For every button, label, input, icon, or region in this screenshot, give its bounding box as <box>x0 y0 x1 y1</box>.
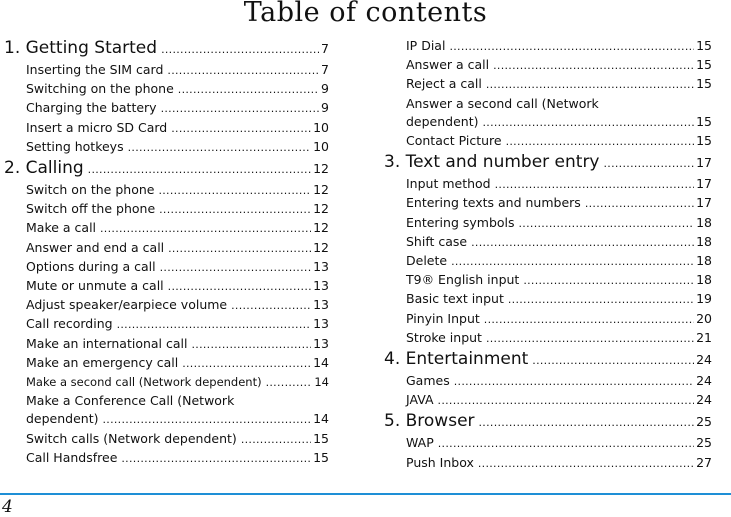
toc-entry[interactable]: dependent)14 <box>4 410 329 429</box>
toc-entry[interactable]: Adjust speaker/earpiece volume13 <box>4 296 329 315</box>
toc-entry[interactable]: Shift case18 <box>384 233 712 252</box>
toc-entry[interactable]: JAVA24 <box>384 391 712 410</box>
toc-entry[interactable]: Pinyin Input20 <box>384 310 712 329</box>
toc-entry[interactable]: WAP25 <box>384 434 712 453</box>
toc-entry[interactable]: Entering texts and numbers17 <box>384 194 712 213</box>
toc-entry[interactable]: Charging the battery9 <box>4 99 329 118</box>
toc-entry[interactable]: Call recording13 <box>4 315 329 334</box>
toc-entry[interactable]: Switch calls (Network dependent)15 <box>4 430 329 449</box>
toc-entry[interactable]: Reject a call15 <box>384 75 712 94</box>
toc-chapter[interactable]: 4. Entertainment24 <box>384 348 712 372</box>
toc-entry[interactable]: Switch off the phone12 <box>4 200 329 219</box>
toc-chapter[interactable]: 2. Calling12 <box>4 157 329 181</box>
toc-chapter[interactable]: 3. Text and number entry17 <box>384 151 712 175</box>
toc-entry[interactable]: T9® English input18 <box>384 271 712 290</box>
toc-entry[interactable]: Mute or unmute a call13 <box>4 277 329 296</box>
toc-entry[interactable]: Answer and end a call12 <box>4 239 329 258</box>
toc-entry[interactable]: Push Inbox27 <box>384 454 712 473</box>
toc-chapter[interactable]: 5. Browser25 <box>384 410 712 434</box>
page-number: 4 <box>2 497 13 517</box>
toc-entry[interactable]: Stroke input21 <box>384 329 712 348</box>
toc-entry[interactable]: Input method17 <box>384 175 712 194</box>
page-title: Table of contents <box>243 0 488 28</box>
toc-entry[interactable]: Answer a call15 <box>384 56 712 75</box>
toc-entry[interactable]: Inserting the SIM card7 <box>4 61 329 80</box>
toc-entry[interactable]: Games24 <box>384 372 712 391</box>
toc-column-left: 1. Getting Started7 Inserting the SIM ca… <box>4 37 329 468</box>
toc-entry[interactable]: Setting hotkeys10 <box>4 138 329 157</box>
toc-entry[interactable]: Make a second call (Network dependent)14 <box>4 373 329 392</box>
toc-entry[interactable]: Insert a micro SD Card10 <box>4 119 329 138</box>
toc-entry[interactable]: Contact Picture15 <box>384 132 712 151</box>
toc-entry[interactable]: Basic text input19 <box>384 290 712 309</box>
toc-entry[interactable]: IP Dial15 <box>384 37 712 56</box>
toc-entry[interactable]: Make an international call13 <box>4 335 329 354</box>
toc-entry[interactable]: Call Handsfree15 <box>4 449 329 468</box>
toc-entry[interactable]: Switching on the phone9 <box>4 80 329 99</box>
toc-entry[interactable]: Delete18 <box>384 252 712 271</box>
toc-entry[interactable]: Make a call12 <box>4 219 329 238</box>
toc-chapter[interactable]: 1. Getting Started7 <box>4 37 329 61</box>
toc-entry[interactable]: Entering symbols18 <box>384 214 712 233</box>
toc-entry[interactable]: Switch on the phone12 <box>4 181 329 200</box>
toc-entry[interactable]: dependent)15 <box>384 113 712 132</box>
toc-entry[interactable]: Make an emergency call14 <box>4 354 329 373</box>
toc-entry-label-line[interactable]: Answer a second call (Network <box>406 95 599 111</box>
toc-column-right: IP Dial15 Answer a call15 Reject a call1… <box>384 37 712 473</box>
toc-entry[interactable]: Options during a call13 <box>4 258 329 277</box>
footer-rule <box>0 493 731 495</box>
toc-entry-label-line[interactable]: Make a Conference Call (Network <box>26 393 235 409</box>
